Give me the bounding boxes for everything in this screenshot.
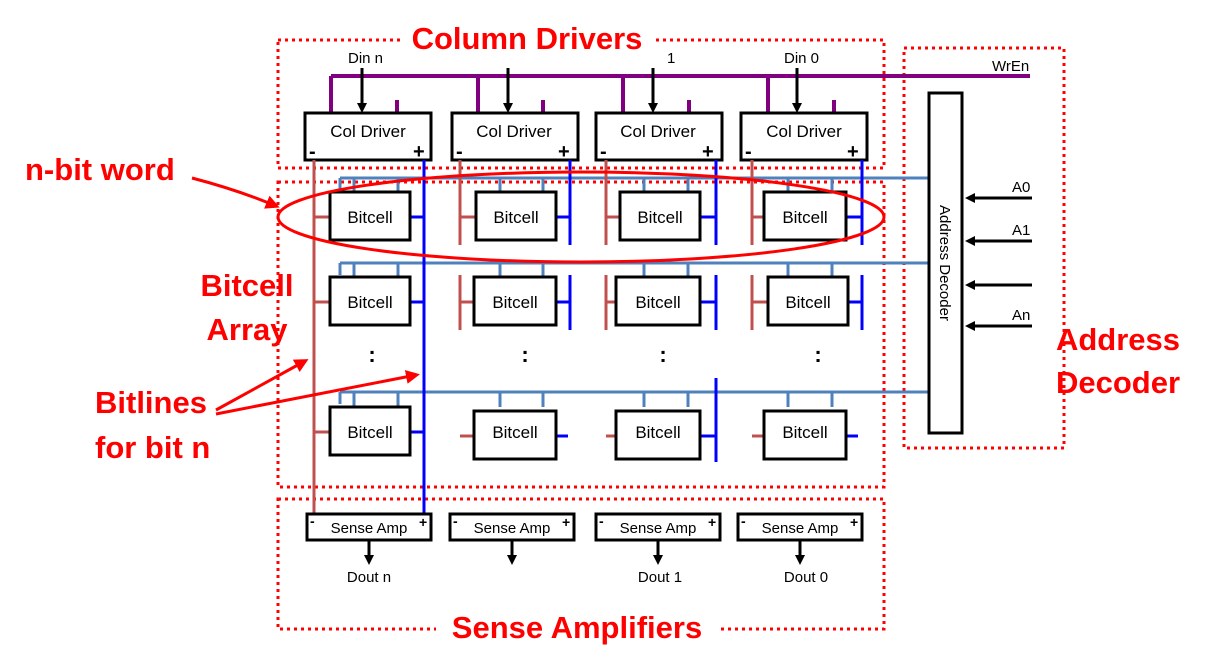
address-decoder: Address Decoder	[927, 91, 964, 435]
dout-label: Dout n	[347, 569, 391, 586]
column-driver: Col Driver - +	[594, 68, 724, 163]
row-dots: :	[659, 342, 666, 367]
bitcell-array-title-line2: Array	[207, 312, 289, 347]
din-label: Din n	[348, 50, 383, 67]
address-decoder-title-line2: Decoder	[1056, 365, 1180, 400]
bitcell-label: Bitcell	[785, 293, 830, 312]
dout-label: Dout 0	[784, 569, 828, 586]
bitcell-label: Bitcell	[635, 293, 680, 312]
sense-amplifiers-title: Sense Amplifiers	[452, 610, 702, 645]
bitcell: Bitcell	[762, 190, 848, 242]
address-decoder-region	[902, 46, 1066, 450]
bitcell-label: Bitcell	[347, 423, 392, 442]
sense-amp-plus: +	[850, 514, 858, 530]
bitcell-label: Bitcell	[782, 423, 827, 442]
bitcell-label: Bitcell	[492, 293, 537, 312]
column-driver: Col Driver - +	[739, 68, 869, 163]
bitline-minus-arrow	[215, 359, 309, 412]
address-inputs	[965, 193, 1032, 331]
sense-amp-label: Sense Amp	[474, 520, 551, 537]
bitcell: Bitcell	[762, 409, 848, 461]
sense-amp: Sense Amp - +	[448, 512, 576, 565]
address-input-label: A1	[1012, 222, 1030, 239]
address-decoder-title-line1: Address	[1056, 322, 1180, 357]
sense-amp: Sense Amp - +	[305, 512, 433, 565]
bitcell: Bitcell	[766, 275, 850, 327]
sense-amp: Sense Amp - +	[736, 512, 864, 565]
row-dots: :	[814, 342, 821, 367]
driver-minus: -	[309, 141, 316, 163]
bitlines-annotation-line2: for bit n	[95, 430, 210, 465]
column-driver-label: Col Driver	[766, 122, 842, 141]
bitlines-minus	[312, 160, 768, 513]
column-driver: Col Driver - +	[450, 68, 580, 163]
bitcell-label: Bitcell	[492, 423, 537, 442]
address-decoder-label: Address Decoder	[936, 205, 953, 321]
nbit-word-arrow	[191, 176, 280, 209]
bitcell-grid: Bitcell Bitcell Bitcell Bitcell Bitcell …	[328, 190, 850, 461]
address-input-label: A0	[1012, 179, 1030, 196]
bitcell: Bitcell	[328, 275, 412, 327]
bitcell: Bitcell	[614, 275, 702, 327]
driver-plus: +	[847, 141, 859, 163]
bitcell: Bitcell	[328, 190, 412, 242]
driver-minus: -	[600, 141, 607, 163]
wren-bus	[329, 74, 1030, 113]
driver-plus: +	[558, 141, 570, 163]
sense-amp: Sense Amp - +	[594, 512, 722, 565]
bitcell-label: Bitcell	[635, 423, 680, 442]
bitcell-label: Bitcell	[637, 208, 682, 227]
sense-amp-label: Sense Amp	[620, 520, 697, 537]
column-driver-label: Col Driver	[330, 122, 406, 141]
address-input-label: An	[1012, 307, 1030, 324]
bitcell-label: Bitcell	[347, 208, 392, 227]
sense-amp-minus: -	[453, 513, 458, 529]
bitcell: Bitcell	[472, 275, 558, 327]
nbit-word-ellipse	[276, 170, 886, 264]
bitcell-label: Bitcell	[347, 293, 392, 312]
sense-amplifiers: Sense Amp - + Sense Amp - + Sense Amp - …	[305, 512, 864, 565]
sense-amp-minus: -	[310, 513, 315, 529]
bitcell-label: Bitcell	[493, 208, 538, 227]
sense-amp-plus: +	[419, 514, 427, 530]
bitcell-array-title-line1: Bitcell	[200, 268, 293, 303]
row-dots: :	[521, 342, 528, 367]
wren-label: WrEn	[992, 58, 1029, 75]
column-drivers: Col Driver - + Col Driver - + Col Driver…	[303, 68, 869, 163]
din-label: Din 0	[784, 50, 819, 67]
din-label: 1	[667, 50, 675, 67]
dout-label: Dout 1	[638, 569, 682, 586]
bitcell-array-region	[276, 180, 886, 489]
driver-plus: +	[413, 141, 425, 163]
sense-amp-plus: +	[708, 514, 716, 530]
driver-plus: +	[702, 141, 714, 163]
driver-minus: -	[745, 141, 752, 163]
column-driver: Col Driver - +	[303, 68, 433, 163]
bitcell: Bitcell	[472, 409, 558, 461]
sense-amp-plus: +	[562, 514, 570, 530]
bitcell: Bitcell	[328, 405, 412, 457]
word-lines	[338, 176, 928, 407]
sense-amp-label: Sense Amp	[331, 520, 408, 537]
nbit-word-annotation: n-bit word	[25, 152, 175, 187]
bitlines-plus	[410, 160, 864, 513]
bitlines-annotation-line1: Bitlines	[95, 385, 207, 420]
bitcell: Bitcell	[618, 190, 702, 242]
driver-minus: -	[456, 141, 463, 163]
column-driver-label: Col Driver	[476, 122, 552, 141]
bitcell: Bitcell	[614, 409, 702, 461]
bitcell-label: Bitcell	[782, 208, 827, 227]
bitline-plus-arrow	[215, 370, 420, 416]
sense-amp-minus: -	[599, 513, 604, 529]
column-driver-label: Col Driver	[620, 122, 696, 141]
bitcell: Bitcell	[474, 190, 558, 242]
column-drivers-title: Column Drivers	[412, 21, 643, 56]
sense-amp-label: Sense Amp	[762, 520, 839, 537]
sense-amp-minus: -	[741, 513, 746, 529]
row-dots: :	[368, 342, 375, 367]
